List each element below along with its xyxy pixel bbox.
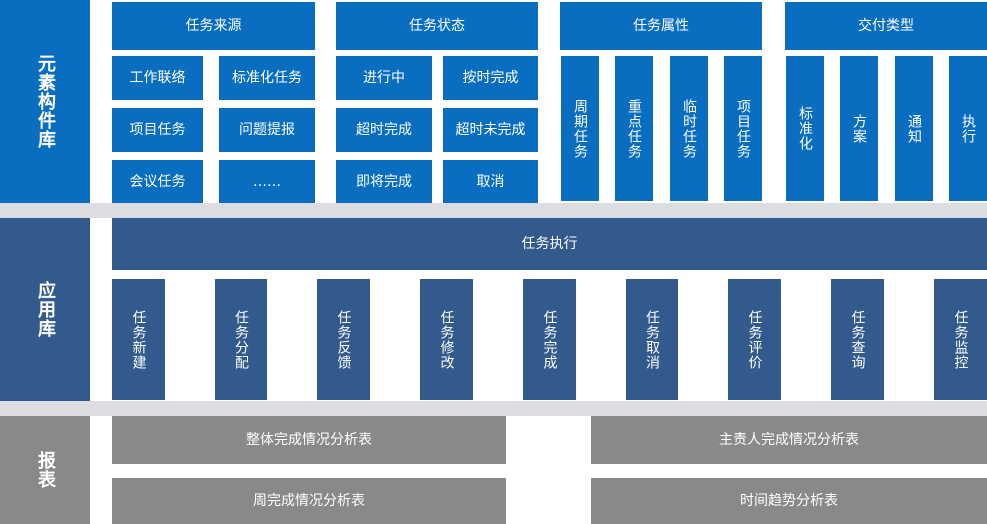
- delivery-item-label: 标准化: [797, 106, 813, 151]
- group-header-task-attribute: 任务属性: [560, 2, 762, 50]
- section-label-report: 报表: [0, 416, 90, 524]
- delivery-item-label: 方案: [851, 113, 867, 144]
- source-item: 项目任务: [112, 108, 203, 152]
- status-item: 超时未完成: [443, 108, 538, 152]
- section-label-app-library: 应用库: [0, 218, 90, 401]
- attribute-item: 项目任务: [724, 56, 762, 201]
- status-item: 取消: [443, 160, 538, 203]
- app-item: 任务完成: [523, 279, 576, 400]
- attribute-item-label: 临时任务: [681, 98, 697, 159]
- app-item-label: 任务修改: [438, 309, 455, 370]
- app-item: 任务修改: [420, 279, 473, 400]
- delivery-item-label: 执行: [960, 113, 976, 144]
- app-item-label: 任务评价: [746, 309, 763, 370]
- delivery-item: 执行: [949, 56, 987, 201]
- report-item: 主责人完成情况分析表: [591, 416, 987, 464]
- app-item: 任务分配: [215, 279, 267, 400]
- app-item: 任务评价: [728, 279, 781, 400]
- status-item: 进行中: [336, 56, 432, 100]
- delivery-item: 标准化: [786, 56, 824, 201]
- delivery-item: 通知: [895, 56, 933, 201]
- app-item-label: 任务反馈: [335, 309, 352, 370]
- attribute-item-label: 周期任务: [572, 98, 588, 159]
- group-header-task-source: 任务来源: [112, 2, 315, 50]
- report-item: 周完成情况分析表: [112, 478, 506, 524]
- app-item-label: 任务取消: [644, 309, 660, 370]
- report-item: 时间趋势分析表: [591, 478, 987, 524]
- source-item: 会议任务: [112, 160, 203, 203]
- app-item: 任务监控: [934, 279, 987, 400]
- status-item: 即将完成: [336, 160, 432, 203]
- group-header-task-status: 任务状态: [336, 2, 538, 50]
- app-item-label: 任务查询: [849, 309, 866, 370]
- report-item: 整体完成情况分析表: [112, 416, 506, 464]
- app-item: 任务查询: [831, 279, 884, 400]
- delivery-item-label: 通知: [906, 113, 922, 144]
- attribute-item-label: 重点任务: [626, 98, 642, 159]
- status-item: 按时完成: [443, 56, 538, 100]
- group-header-delivery-type: 交付类型: [785, 2, 987, 50]
- status-item: 超时完成: [336, 108, 432, 152]
- app-item-label: 任务分配: [233, 309, 249, 370]
- attribute-item-label: 项目任务: [735, 98, 751, 159]
- app-item-label: 任务监控: [952, 309, 969, 370]
- app-item-label: 任务完成: [541, 309, 558, 370]
- app-item: 任务新建: [112, 279, 165, 400]
- attribute-item: 重点任务: [615, 56, 653, 201]
- attribute-item: 临时任务: [670, 56, 708, 201]
- app-header-task-execution: 任务执行: [112, 218, 987, 270]
- section-label-element-library: 元素构件库: [0, 0, 90, 203]
- source-item: ……: [219, 160, 315, 203]
- app-item: 任务取消: [626, 279, 678, 400]
- source-item: 问题提报: [219, 108, 315, 152]
- attribute-item: 周期任务: [561, 56, 599, 201]
- app-item-label: 任务新建: [130, 309, 147, 370]
- source-item: 工作联络: [112, 56, 203, 100]
- app-item: 任务反馈: [317, 279, 370, 400]
- source-item: 标准化任务: [219, 56, 315, 100]
- delivery-item: 方案: [840, 56, 878, 201]
